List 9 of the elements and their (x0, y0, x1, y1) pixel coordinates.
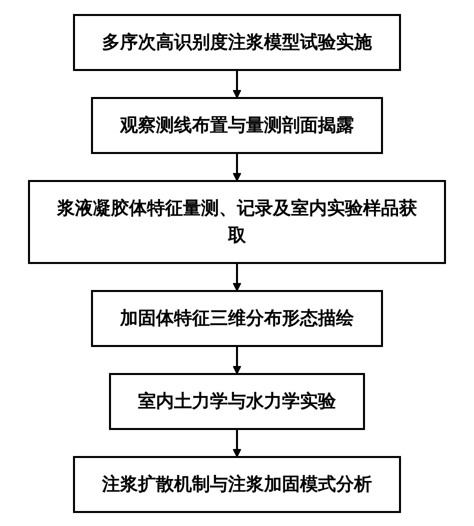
arrow (232, 262, 242, 291)
node-box: 多序次高识别度注浆模型试验实施 (73, 14, 401, 70)
arrow (232, 152, 242, 181)
arrow (232, 428, 242, 457)
arrow (232, 70, 242, 98)
arrow (232, 346, 242, 374)
node-box: 室内土力学与水力学实验 (109, 372, 365, 430)
node-box: 浆液凝胶体特征量测、记录及室内实验样品获取 (28, 180, 446, 264)
node-box: 注浆扩散机制与注浆加固模式分析 (73, 456, 401, 512)
